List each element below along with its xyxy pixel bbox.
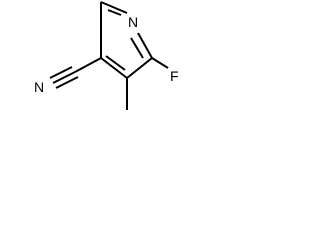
- bond-c5-c6-double: [107, 9, 122, 16]
- nitrile-nitrogen-label: N: [34, 79, 44, 95]
- ring-nitrogen-label: N: [128, 14, 138, 30]
- bond-n1-c2-double: [130, 37, 144, 59]
- chemical-structure: N F N: [34, 1, 179, 110]
- bond-c4-cn: [74, 57, 102, 73]
- pyridine-ring: [100, 1, 153, 79]
- bond-c2-f: [151, 57, 169, 69]
- bond-c3-c4-double: [105, 55, 126, 71]
- bond-cn-3: [55, 76, 79, 89]
- bond-cn-2: [49, 66, 73, 79]
- bond-n1-c2: [137, 32, 153, 59]
- bond-cn-1: [52, 71, 76, 84]
- bond-c2-c3: [126, 57, 153, 79]
- bond-c3-c4: [100, 57, 128, 79]
- bond-n1-c6: [100, 1, 128, 14]
- nitrile-triple-bond: [49, 66, 79, 89]
- fluorine-label: F: [170, 68, 179, 84]
